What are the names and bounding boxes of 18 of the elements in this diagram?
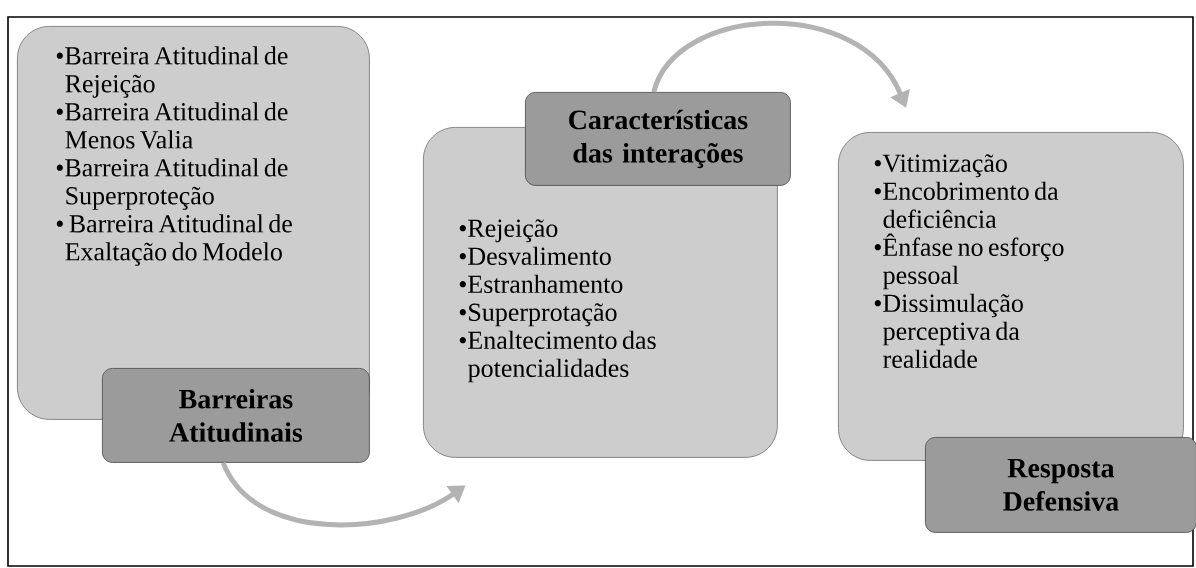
- list-item: •Dissimulação perceptiva da realidade: [874, 293, 1023, 369]
- list-item: •Estranhamento: [459, 274, 623, 294]
- list-item: •Barreira Atitudinal de Superproteção: [56, 158, 288, 210]
- list-item: •Enaltecimento das potencialidades: [459, 330, 656, 383]
- list-item: •Barreira Atitudinal de Menos Valia: [56, 102, 288, 149]
- list-item: •Vitimização: [874, 154, 1007, 178]
- title-box: Barreiras Atitudinais: [102, 368, 370, 463]
- list-item: •Encobrimento da deficiência: [874, 181, 1059, 229]
- list-item: •Ênfase no esforço pessoal: [874, 233, 1064, 290]
- title-box: Resposta Defensiva: [925, 437, 1196, 533]
- list-item: •Rejeição: [459, 219, 558, 243]
- list-item: • Barreira Atitudinal de Exaltação do Modelo: [56, 214, 292, 266]
- list-item: •Desvalimento: [459, 246, 611, 266]
- list-item: •Barreira Atitudinal de Rejeição: [56, 46, 288, 98]
- list-box: [17, 26, 370, 420]
- title-box: Características das interações: [525, 92, 791, 186]
- list-item: •Superprotação: [459, 303, 617, 327]
- list-box: [838, 132, 1184, 461]
